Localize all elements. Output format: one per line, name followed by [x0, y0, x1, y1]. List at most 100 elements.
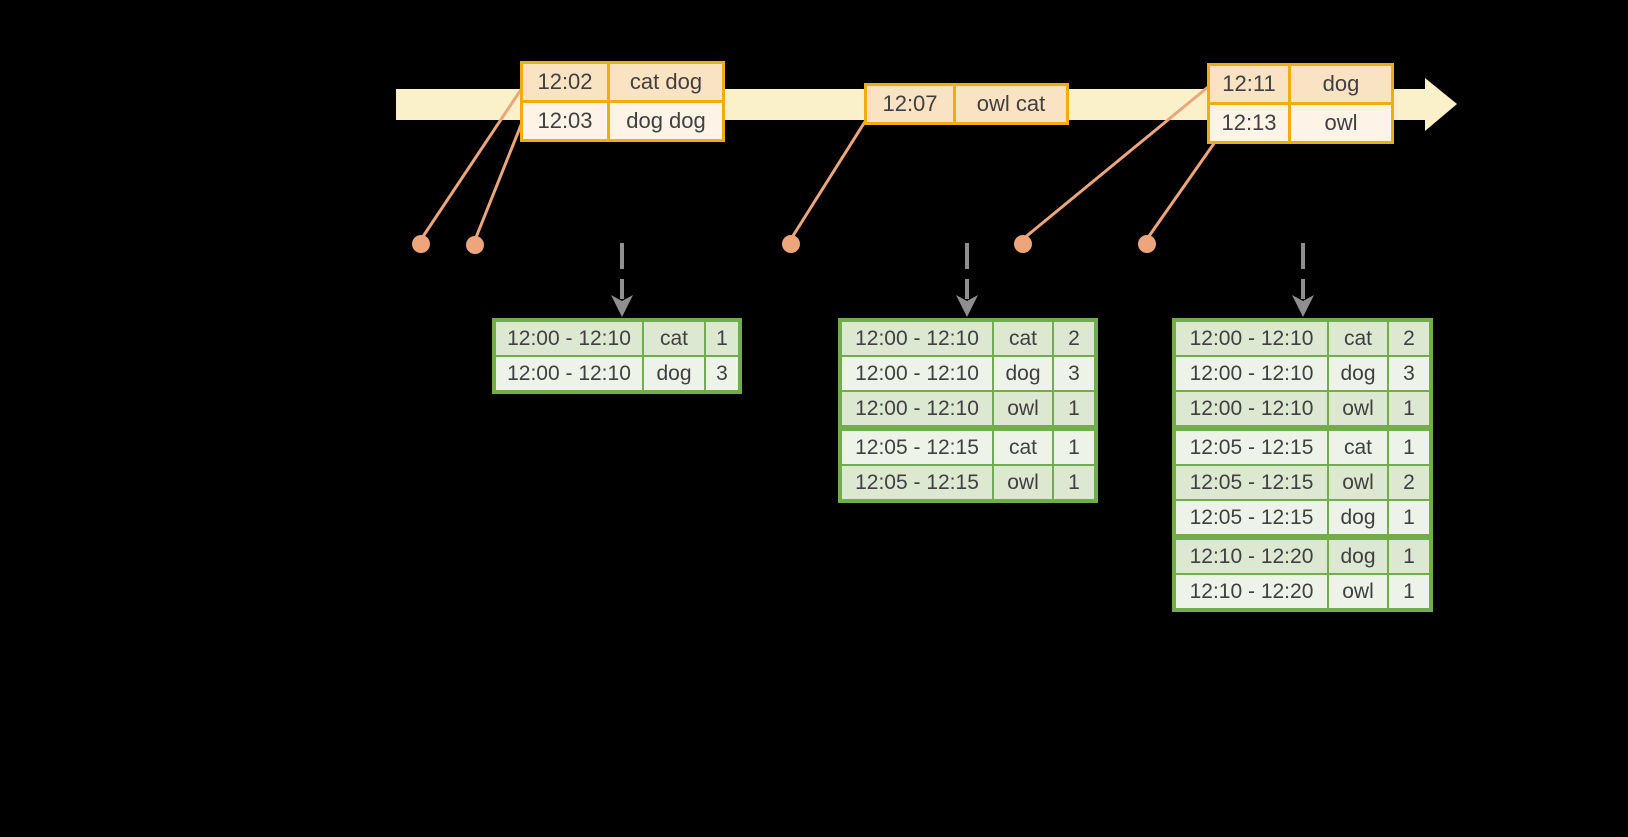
- event-words-cell: owl: [1291, 105, 1391, 141]
- word-cell: dog: [1329, 357, 1387, 390]
- window-cell: 12:05 - 12:15: [842, 466, 992, 499]
- window-cell: 12:00 - 12:10: [496, 357, 642, 390]
- word-cell: dog: [994, 357, 1052, 390]
- count-cell: 1: [1389, 540, 1429, 573]
- window-cell: 12:00 - 12:10: [842, 322, 992, 355]
- event-dot-1207: [782, 235, 800, 253]
- window-cell: 12:00 - 12:10: [496, 322, 642, 355]
- word-cell: owl: [1329, 466, 1387, 499]
- arrow-down-icon: [956, 295, 978, 317]
- word-cell: owl: [994, 392, 1052, 425]
- event-words-cell: dog dog: [610, 103, 722, 139]
- event-time-cell: 12:03: [523, 103, 607, 139]
- word-cell: cat: [994, 431, 1052, 464]
- window-cell: 12:10 - 12:20: [1176, 540, 1327, 573]
- word-cell: cat: [1329, 322, 1387, 355]
- count-cell: 1: [1389, 575, 1429, 608]
- connector-line-1203: [473, 119, 525, 241]
- timeline-arrowhead-icon: [1425, 78, 1457, 131]
- trigger-arrow-3: [1292, 243, 1314, 317]
- event-dot-1202: [412, 235, 430, 253]
- count-cell: 2: [1389, 466, 1429, 499]
- word-cell: dog: [1329, 501, 1387, 534]
- event-words-cell: owl cat: [956, 86, 1066, 122]
- event-dot-1211: [1014, 235, 1032, 253]
- word-cell: owl: [1329, 392, 1387, 425]
- connector-line-1211: [1022, 85, 1209, 241]
- word-cell: cat: [994, 322, 1052, 355]
- event-time-cell: 12:11: [1210, 66, 1288, 102]
- count-cell: 1: [1054, 431, 1094, 464]
- event-dots: [412, 235, 1156, 254]
- count-cell: 2: [1389, 322, 1429, 355]
- window-cell: 12:05 - 12:15: [842, 431, 992, 464]
- window-cell: 12:00 - 12:10: [1176, 392, 1327, 425]
- count-cell: 1: [1389, 392, 1429, 425]
- word-cell: cat: [1329, 431, 1387, 464]
- count-cell: 2: [1054, 322, 1094, 355]
- word-cell: cat: [644, 322, 704, 355]
- window-cell: 12:00 - 12:10: [1176, 322, 1327, 355]
- connector-line-1213: [1145, 141, 1217, 240]
- event-connectors: [420, 85, 1217, 241]
- connector-line-1202: [420, 87, 524, 239]
- word-cell: dog: [644, 357, 704, 390]
- window-cell: 12:05 - 12:15: [1176, 501, 1327, 534]
- event-time-cell: 12:02: [523, 64, 607, 100]
- connector-line-1207: [789, 119, 868, 240]
- count-cell: 3: [1389, 357, 1429, 390]
- count-cell: 1: [1054, 466, 1094, 499]
- word-cell: owl: [994, 466, 1052, 499]
- window-cell: 12:00 - 12:10: [842, 392, 992, 425]
- count-cell: 1: [1389, 501, 1429, 534]
- word-cell: dog: [1329, 540, 1387, 573]
- count-cell: 1: [706, 322, 738, 355]
- count-cell: 3: [1054, 357, 1094, 390]
- event-words-cell: cat dog: [610, 64, 722, 100]
- trigger-arrows: [611, 243, 1314, 317]
- window-cell: 12:05 - 12:15: [1176, 431, 1327, 464]
- event-time-cell: 12:13: [1210, 105, 1288, 141]
- event-words-cell: dog: [1291, 66, 1391, 102]
- window-cell: 12:05 - 12:15: [1176, 466, 1327, 499]
- event-dot-1213: [1138, 235, 1156, 253]
- trigger-arrow-2: [956, 243, 978, 317]
- count-cell: 1: [1054, 392, 1094, 425]
- count-cell: 3: [706, 357, 738, 390]
- trigger-arrow-1: [611, 243, 633, 317]
- window-cell: 12:10 - 12:20: [1176, 575, 1327, 608]
- event-dot-1203: [466, 236, 484, 254]
- arrow-down-icon: [611, 295, 633, 317]
- word-cell: owl: [1329, 575, 1387, 608]
- window-cell: 12:00 - 12:10: [842, 357, 992, 390]
- count-cell: 1: [1389, 431, 1429, 464]
- event-time-cell: 12:07: [867, 86, 953, 122]
- arrow-down-icon: [1292, 295, 1314, 317]
